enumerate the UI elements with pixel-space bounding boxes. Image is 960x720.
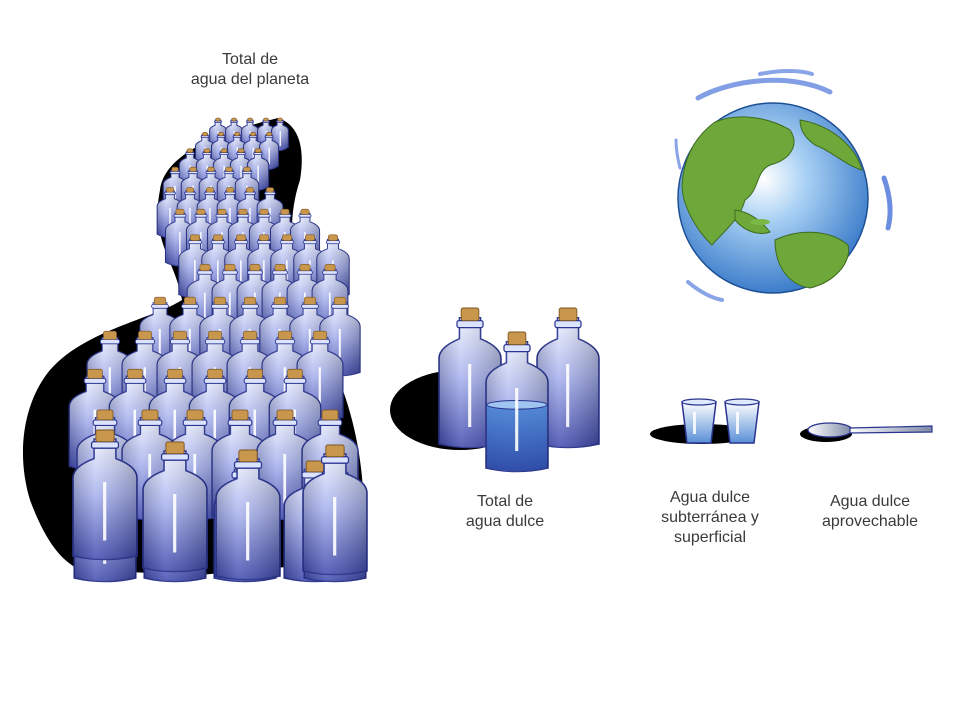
glass-icon bbox=[681, 398, 717, 444]
bottle-icon bbox=[536, 307, 600, 449]
bottle-icon bbox=[72, 429, 138, 561]
label-total-planet: Total de agua del planeta bbox=[190, 51, 310, 88]
spoon-icon bbox=[807, 422, 933, 438]
glass-icon bbox=[724, 398, 760, 444]
bottle-icon bbox=[485, 331, 549, 473]
bottle-icon bbox=[142, 441, 208, 573]
label-fresh-ground-surface: Agua dulce subterránea y superficial bbox=[661, 489, 759, 546]
fresh-water-bottles bbox=[438, 307, 600, 473]
bottle-icon bbox=[302, 444, 368, 576]
label-fresh-total: Total de agua dulce bbox=[465, 493, 545, 530]
bottle-icon bbox=[215, 449, 281, 581]
bottle-icon bbox=[156, 187, 184, 239]
earth-globe-icon bbox=[674, 69, 893, 302]
total-planet-bottles bbox=[68, 117, 368, 583]
label-fresh-usable: Agua dulce aprovechable bbox=[821, 493, 919, 530]
